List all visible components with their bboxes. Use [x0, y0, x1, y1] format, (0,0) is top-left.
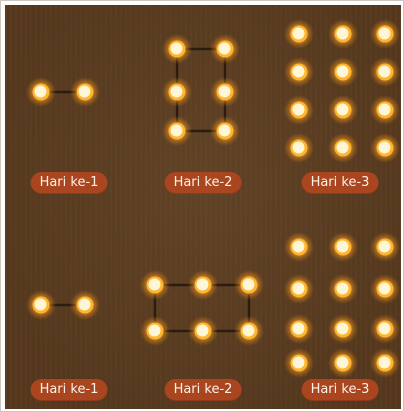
row1-day3-bulb-icon: [370, 133, 400, 163]
row2-day3-bulb-icon: [370, 274, 400, 304]
row2-day3-bulb-icon: [328, 232, 358, 262]
row1-day3-bulb-icon: [284, 57, 314, 87]
row1-day3-bulb-icon: [328, 95, 358, 125]
row2-day3-bulb-icon: [328, 314, 358, 344]
row1-day2-bulb-icon: [162, 34, 192, 64]
row1-day3-bulb-icon: [370, 19, 400, 49]
row1-day3-bulb-icon: [328, 133, 358, 163]
row2-day2-bulb-icon: [188, 270, 218, 300]
row2-day3-bulb-icon: [370, 348, 400, 378]
label-row2-day3: Hari ke-3: [302, 379, 379, 401]
row1-day2-bulb-icon: [210, 116, 240, 146]
row1-day1-bulb-icon: [26, 77, 56, 107]
row2-day3-bulb-icon: [328, 274, 358, 304]
label-row2-day2: Hari ke-2: [165, 379, 242, 401]
row1-day3-bulb-icon: [328, 57, 358, 87]
row1-day2-bulb-icon: [210, 77, 240, 107]
row2-day2-bulb-icon: [234, 316, 264, 346]
light-pattern-diagram: [5, 5, 401, 409]
label-row1-day3: Hari ke-3: [302, 172, 379, 194]
row1-day3-bulb-icon: [284, 95, 314, 125]
row2-day3-bulb-icon: [284, 314, 314, 344]
row1-day1-bulb-icon: [70, 77, 100, 107]
row2-day2-bulb-icon: [188, 316, 218, 346]
row2-day3-bulb-icon: [370, 314, 400, 344]
row2-day3-bulb-icon: [370, 232, 400, 262]
label-row1-day1: Hari ke-1: [31, 172, 108, 194]
row1-day3-bulb-icon: [370, 57, 400, 87]
row2-day3-bulb-icon: [328, 348, 358, 378]
row1-day3-bulb-icon: [284, 133, 314, 163]
row1-day3-bulb-icon: [370, 95, 400, 125]
row2-day3-bulb-icon: [284, 274, 314, 304]
row1-day3-bulb-icon: [284, 19, 314, 49]
diagram-board: Hari ke-1 Hari ke-2 Hari ke-3 Hari ke-1 …: [5, 5, 401, 409]
label-row2-day1: Hari ke-1: [31, 379, 108, 401]
row1-day2-bulb-icon: [210, 34, 240, 64]
row2-day3-bulb-icon: [284, 232, 314, 262]
row2-day2-bulb-icon: [234, 270, 264, 300]
row2-day2-bulb-icon: [140, 270, 170, 300]
row1-day3-bulb-icon: [328, 19, 358, 49]
label-row1-day2: Hari ke-2: [165, 172, 242, 194]
row2-day1-bulb-icon: [26, 290, 56, 320]
row2-day1-bulb-icon: [70, 290, 100, 320]
row2-day2-bulb-icon: [140, 316, 170, 346]
row1-day2-bulb-icon: [162, 116, 192, 146]
row2-day3-bulb-icon: [284, 348, 314, 378]
row1-day2-bulb-icon: [162, 77, 192, 107]
